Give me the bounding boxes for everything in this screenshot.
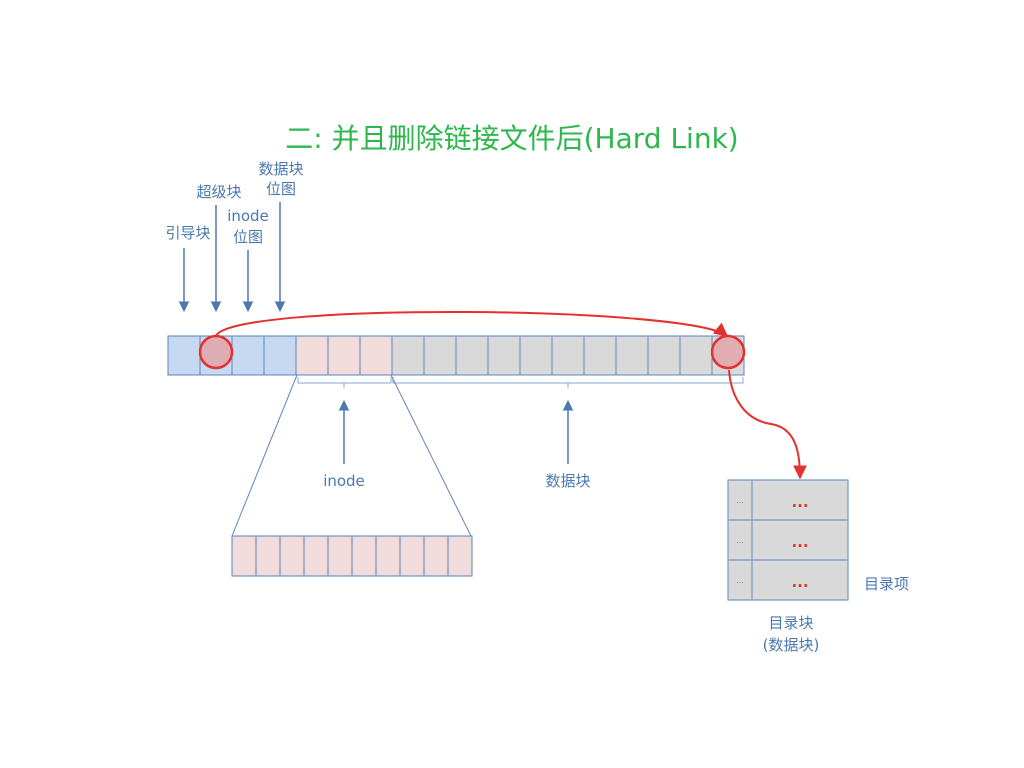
- data-block-cell: [679, 335, 713, 376]
- inode-table-cell: [303, 535, 329, 577]
- inode-table-cell: [375, 535, 401, 577]
- dir-block-arrow: [728, 369, 807, 480]
- data-block-cell: [487, 335, 521, 376]
- inode-table-cell: [231, 535, 257, 577]
- inode-table-cell: [351, 535, 377, 577]
- label-boot-block: 引导块: [165, 224, 210, 242]
- super-block-highlight: [198, 334, 234, 370]
- label-data-bitmap-2: 位图: [266, 180, 296, 198]
- data-block-cell: [423, 335, 457, 376]
- dir-entry-content: ...: [791, 573, 808, 591]
- inode-table-cell: [423, 535, 449, 577]
- label-dir-block-1: 目录块: [768, 614, 813, 632]
- label-inode-bitmap-1: inode: [227, 207, 269, 225]
- data-block-cell: [455, 335, 489, 376]
- inode-cell: [295, 335, 329, 376]
- label-super-block: 超级块: [196, 183, 241, 201]
- dir-entry-content-cell: [751, 559, 849, 601]
- zoom-line-left: [231, 374, 298, 537]
- dir-entry-index-cell: [727, 559, 753, 601]
- page-title: 二: 并且删除链接文件后(Hard Link): [285, 122, 738, 155]
- data-bitmap-cell: [263, 335, 297, 376]
- data-block-cell: [615, 335, 649, 376]
- inode-table-cell: [327, 535, 353, 577]
- dir-entry-index: ...: [737, 537, 744, 545]
- dir-entry-index-cell: [727, 519, 753, 561]
- dir-entry-index: ...: [737, 577, 744, 585]
- inode-table-cell: [447, 535, 473, 577]
- boot-block-cell: [167, 335, 201, 376]
- dir-entry-content-cell: [751, 519, 849, 561]
- data-block-cell: [391, 335, 425, 376]
- label-data-bitmap-1: 数据块: [258, 160, 303, 178]
- dir-entry-content: ...: [791, 493, 808, 511]
- data-block-cell: [647, 335, 681, 376]
- data-block-highlight: [710, 334, 746, 370]
- inode-table: [231, 535, 473, 577]
- label-dir-block-2: (数据块): [763, 636, 820, 654]
- disk-block-bar: [167, 335, 745, 376]
- label-inode-region: inode: [323, 472, 365, 490]
- directory-block: ... ... ... ... ... ...: [727, 479, 849, 601]
- data-block-cell: [583, 335, 617, 376]
- inode-cell: [359, 335, 393, 376]
- data-block-cell: [551, 335, 585, 376]
- inode-region-brace: [297, 377, 392, 388]
- inode-bitmap-cell: [231, 335, 265, 376]
- label-inode-bitmap-2: 位图: [233, 228, 263, 246]
- inode-table-cell: [255, 535, 281, 577]
- dir-entry-content: ...: [791, 533, 808, 551]
- dir-entry-content-cell: [751, 479, 849, 521]
- data-block-cell: [519, 335, 553, 376]
- label-dir-entry: 目录项: [864, 575, 909, 593]
- zoom-line-right: [390, 374, 472, 537]
- inode-table-cell: [279, 535, 305, 577]
- dir-entry-index: ...: [737, 497, 744, 505]
- data-region-brace: [392, 377, 744, 388]
- label-data-region: 数据块: [545, 472, 590, 490]
- inode-cell: [327, 335, 361, 376]
- link-arrow: [215, 311, 729, 337]
- inode-table-cell: [399, 535, 425, 577]
